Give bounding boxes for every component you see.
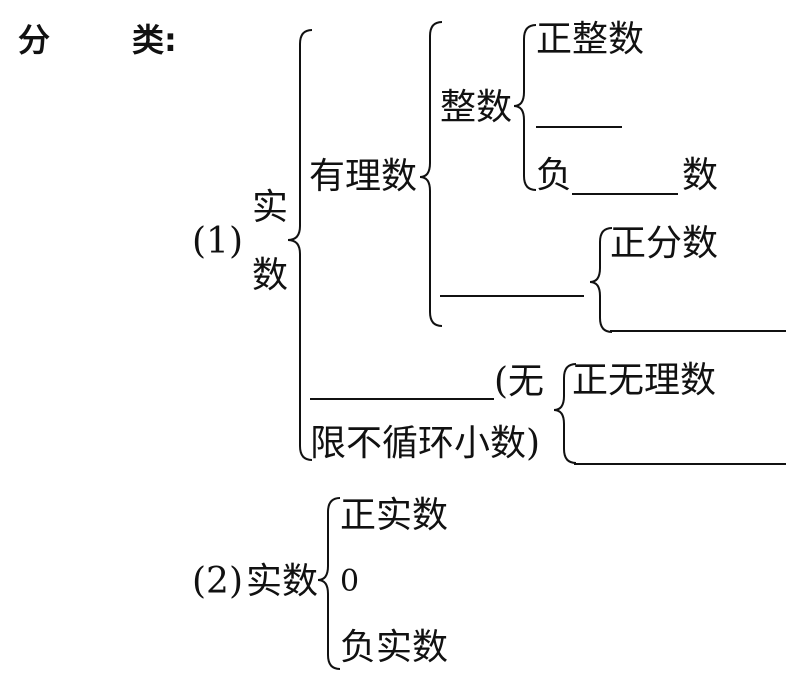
blank-fraction[interactable] — [440, 295, 584, 297]
positive-fraction-label: 正分数 — [610, 223, 719, 264]
real-number-char-2: 数 — [252, 255, 289, 296]
irrational-paren-part2: 限不循环小数) — [310, 423, 541, 464]
part1-marker: (1) — [192, 221, 243, 262]
heading-char-lei: 类: — [132, 21, 177, 59]
blank-negative-integer[interactable] — [572, 193, 678, 195]
brace-fractions — [589, 227, 613, 333]
part2-zero: 0 — [340, 564, 360, 599]
part2-positive-real: 正实数 — [340, 495, 449, 536]
part2-negative-real: 负实数 — [340, 627, 449, 668]
part2-marker: (2) — [192, 561, 243, 602]
brace-part2 — [317, 497, 341, 670]
heading-char-fen: 分 — [18, 21, 51, 59]
positive-integer-label: 正整数 — [536, 19, 645, 60]
negative-integer-suffix: 数 — [682, 155, 719, 196]
brace-irrational — [553, 363, 577, 464]
irrational-paren-part1: (无 — [494, 361, 545, 402]
real-number-char-1: 实 — [252, 187, 289, 228]
blank-negative-irrational[interactable] — [574, 463, 786, 465]
brace-integers — [513, 24, 537, 191]
blank-negative-fraction[interactable] — [610, 330, 786, 332]
rational-number-label: 有理数 — [309, 156, 418, 197]
brace-real-numbers — [287, 29, 313, 461]
part2-real-number: 实数 — [246, 561, 319, 602]
positive-irrational-label: 正无理数 — [572, 360, 717, 401]
negative-integer-prefix: 负 — [536, 155, 573, 196]
blank-zero[interactable] — [536, 126, 622, 128]
brace-rational — [419, 21, 443, 327]
integer-label: 整数 — [440, 87, 513, 128]
blank-irrational[interactable] — [310, 398, 494, 400]
